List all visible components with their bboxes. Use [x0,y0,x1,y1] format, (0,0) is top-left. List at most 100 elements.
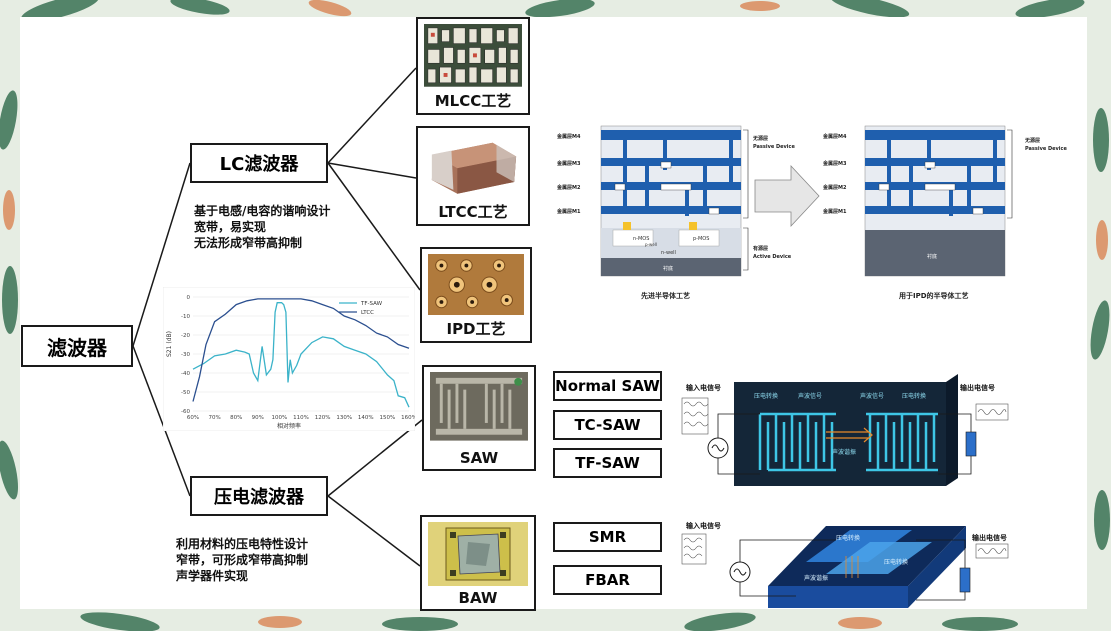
lc-note: 基于电感/电容的谐响设计 宽带，易实现 无法形成窄带高抑制 [194,203,330,251]
saw-card: SAW [422,365,536,471]
normal-saw-box: Normal SAW [553,371,662,401]
metal-label: 金属层M1 [556,208,581,215]
smr-label: SMR [588,528,627,546]
mlcc-chip-image [424,24,522,87]
tc-saw-box: TC-SAW [553,410,662,440]
saw-principle-diagram: 输入电信号 输出电信号 压电转换 声波信号 声波信号 压电转换 声波谐振 [681,374,1009,486]
ltcc-label: LTCC工艺 [438,203,508,221]
nwell-label: n-well [661,250,676,256]
x-tick-label: 140% [358,415,374,421]
x-tick-label: 60% [187,415,199,421]
mlcc-process-card: MLCC工艺 [416,17,530,115]
legend-label: LTCC [361,310,374,316]
y-tick-label: -40 [181,371,190,377]
piezo-note-line: 利用材料的压电特性设计 [176,537,309,551]
active-layer-label-en: Active Device [753,254,792,260]
lc-filter-box: LC滤波器 [190,143,328,183]
x-tick-label: 70% [208,415,220,421]
ltcc-process-card: LTCC工艺 [416,126,530,226]
x-tick-label: 90% [252,415,264,421]
chart-y-ticks: 0-10-20-30-40-50-60 [181,295,190,415]
y-tick-label: -50 [181,390,190,396]
piezo-filter-box: 压电滤波器 [190,476,328,516]
saw-idt-right [866,412,938,472]
fbar-box: FBAR [553,565,662,595]
metal-label: 金属层M2 [556,184,581,191]
pmos-label: p-MOS [693,236,709,242]
normal-saw-label: Normal SAW [555,377,660,395]
saw-output-label: 输出电信号 [960,383,995,392]
chart-frame [163,287,415,431]
tc-saw-label: TC-SAW [574,416,641,434]
piezo-note: 利用材料的压电特性设计 窄带，可形成窄带高抑制 声学器件实现 [176,536,308,584]
ltcc-chip-image [424,133,522,198]
ipd-chip-image [428,254,524,316]
transition-arrow-icon [754,164,820,228]
advanced-process-caption: 先进半导体工艺 [641,291,690,300]
lc-note-line: 基于电感/电容的谐响设计 [194,204,331,218]
x-tick-label: 120% [315,415,331,421]
y-tick-label: 0 [187,295,191,301]
baw-chip-image [428,522,528,586]
lc-filter-label: LC滤波器 [219,154,299,175]
baw-input-waveform [681,533,707,565]
baw-card: BAW [420,515,536,611]
mlcc-label: MLCC工艺 [434,92,512,110]
load-resistor-icon [965,431,977,457]
saw-text: 压电转换 [754,392,778,400]
baw-text: 声波谐振 [804,574,828,582]
saw-idt-left [758,412,836,472]
filter-root-label: 滤波器 [47,335,107,360]
x-tick-label: 130% [336,415,352,421]
piezo-note-line: 声学器件实现 [176,569,249,583]
saw-input-waveform [681,397,709,435]
y-tick-label: -30 [181,352,190,358]
baw-input-label: 输入电信号 [686,521,721,530]
filter-root-box: 滤波器 [21,325,133,367]
saw-label: SAW [459,449,499,467]
baw-text: 压电转换 [884,558,908,566]
ipd-process-stack: 衬底 [864,125,1006,277]
tf-saw-label: TF-SAW [575,454,640,472]
metal-label: 金属层M3 [822,160,847,167]
y-tick-label: -20 [181,333,190,339]
baw-output-waveform [975,543,1009,559]
smr-box: SMR [553,522,662,552]
x-tick-label: 110% [293,415,309,421]
substrate-label-right: 衬底 [927,253,937,260]
baw-label: BAW [458,589,498,607]
fbar-label: FBAR [585,571,630,589]
tf-saw-box: TF-SAW [553,448,662,478]
s21-chart: 0-10-20-30-40-50-60 60%70%80%90%100%110%… [163,287,415,431]
metal-label: 金属层M4 [556,133,581,140]
baw-text: 压电转换 [836,534,860,542]
semiconductor-process-diagram: n-MOS p-well p-MOS n-well 衬底 金属层M4 金属层M3… [556,125,1067,300]
lc-note-line: 无法形成窄带高抑制 [194,236,303,250]
passive-layer-label-en: Passive Device [753,144,795,150]
x-tick-label: 100% [272,415,288,421]
y-tick-label: -60 [181,409,190,415]
saw-text: 声波信号 [860,392,884,400]
passive-layer-label: 无源层 [1024,137,1040,144]
active-layer-label: 有源层 [753,245,768,252]
ipd-process-caption: 用于IPD的半导体工艺 [899,291,969,300]
chart-legend: TF-SAW LTCC [339,301,383,316]
saw-text: 声波谐振 [832,448,856,456]
piezo-note-line: 窄带，可形成窄带高抑制 [176,553,309,567]
metal-label: 金属层M4 [822,133,847,140]
series-line-tf-saw [192,302,410,408]
metal-label: 金属层M2 [822,184,847,191]
chart-y-label: S21 (dB) [166,331,173,357]
saw-output-waveform [975,403,1009,421]
passive-layer-label: 无源层 [752,135,768,142]
x-tick-label: 160% [401,415,415,421]
metal-label: 金属层M3 [556,160,581,167]
substrate-label-left: 衬底 [663,265,673,272]
chart-x-label: 相对频率 [277,422,301,430]
baw-load-resistor-icon [959,567,971,593]
legend-label: TF-SAW [360,301,383,307]
pwell-label: p-well [645,242,657,247]
passive-layer-label-en: Passive Device [1025,146,1067,152]
nmos-label: n-MOS [633,236,649,242]
advanced-process-stack: n-MOS p-well p-MOS n-well 衬底 [600,125,742,277]
